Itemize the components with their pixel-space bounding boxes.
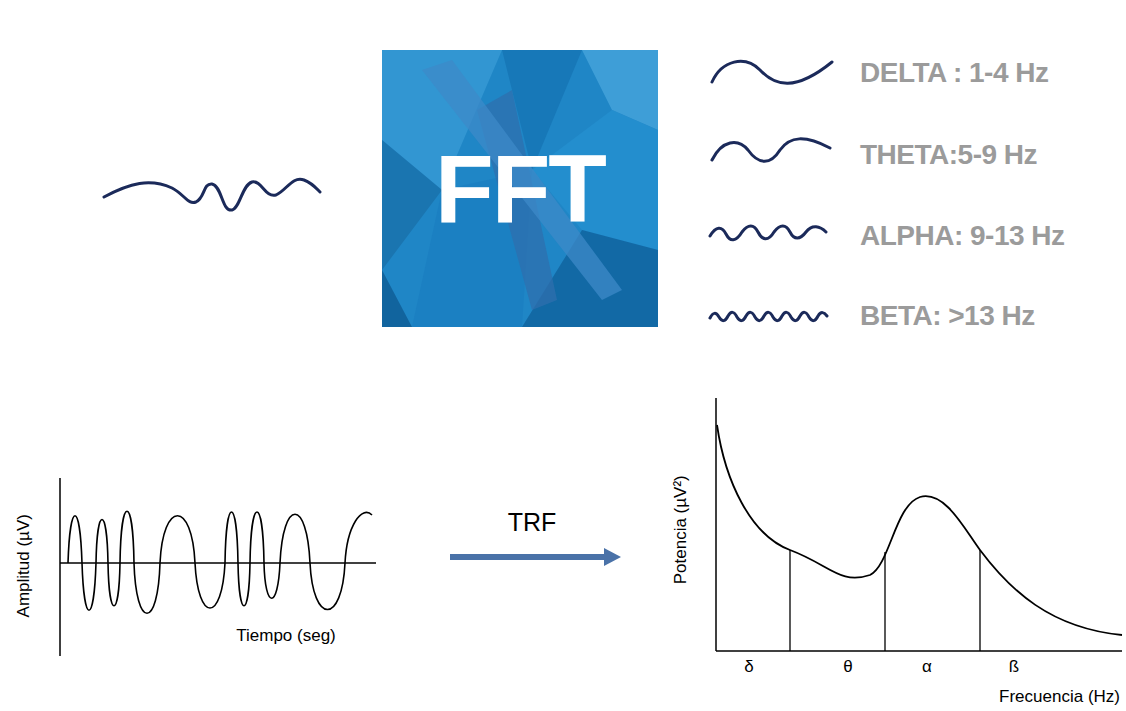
power-spectrum [717, 425, 1122, 635]
band-divider [979, 550, 980, 651]
axis-title: Amplitud (µV) [14, 514, 34, 617]
fft-tile: FFT [382, 50, 658, 327]
band-label: ALPHA: 9-13 Hz [860, 220, 1065, 252]
time-signal [68, 511, 372, 613]
band-symbol: α [922, 657, 932, 677]
transform-arrow [450, 554, 606, 560]
axis-title: Frecuencia (Hz) [999, 687, 1120, 707]
axis-title: Potencia (µV²) [670, 475, 690, 584]
theta-wave [712, 139, 830, 161]
facet [422, 60, 622, 300]
band-symbol: θ [843, 657, 852, 677]
axis-title: Tiempo (seg) [236, 626, 336, 646]
y-axis [59, 478, 61, 656]
transform-label: TRF [508, 508, 557, 537]
arrow-head [604, 548, 621, 566]
band-label: THETA:5-9 Hz [860, 139, 1037, 171]
x-axis [716, 650, 1122, 652]
eeg-squiggle [104, 179, 320, 210]
alpha-wave [710, 226, 826, 240]
tile-title: FFT [435, 141, 605, 237]
facet [382, 270, 412, 327]
beta-wave [710, 312, 827, 320]
band-symbol: ß [1009, 657, 1019, 677]
band-symbol: δ [744, 657, 753, 677]
band-label: BETA: >13 Hz [860, 300, 1035, 332]
y-axis [715, 398, 717, 651]
facet [382, 50, 658, 327]
delta-wave [712, 61, 832, 83]
band-label: DELTA : 1-4 Hz [860, 57, 1048, 89]
band-divider [789, 550, 790, 651]
band-divider [884, 552, 885, 651]
